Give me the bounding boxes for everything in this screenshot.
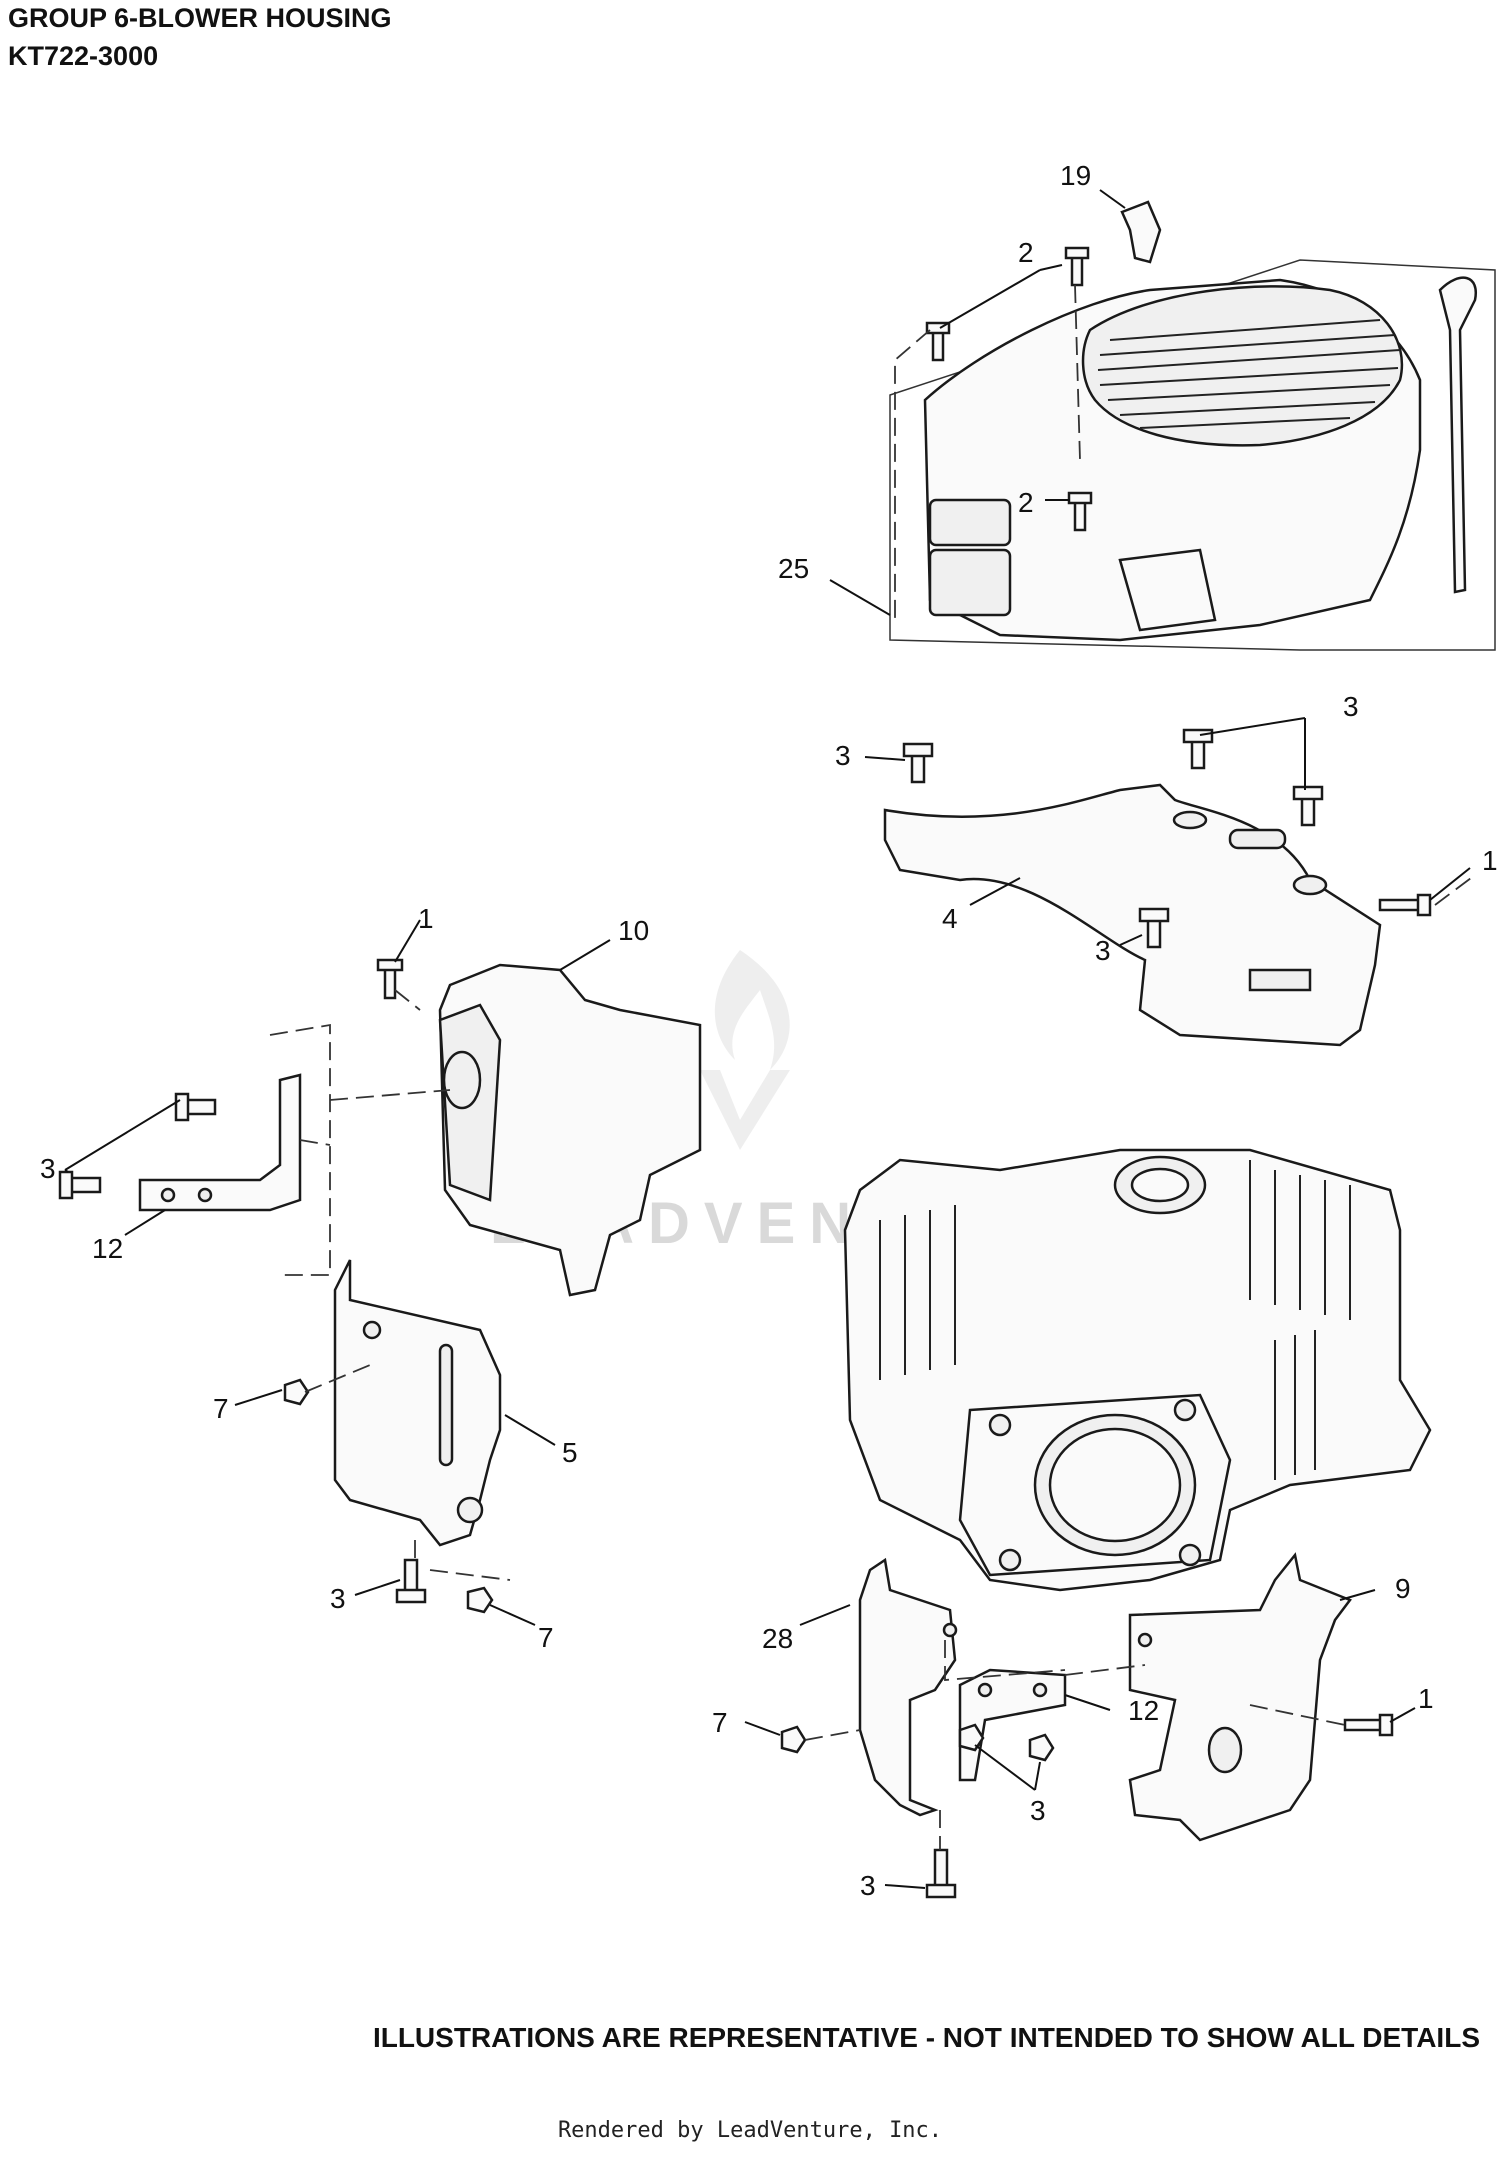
callout-25: 25 (778, 553, 809, 584)
callout-19: 19 (1060, 160, 1091, 191)
callout-9: 9 (1395, 1573, 1411, 1604)
callout-2-mid: 2 (1018, 487, 1034, 518)
callout-2-top: 2 (1018, 237, 1034, 268)
cylinder-baffle-part-4 (883, 783, 1382, 1047)
callout-7-right: 7 (712, 1707, 728, 1738)
bracket-part-12-left (138, 1073, 302, 1212)
nut-part-3-b (1028, 1733, 1055, 1762)
bolt-part-3-lower (395, 1558, 427, 1604)
nut-part-7-a (283, 1378, 310, 1406)
nut-part-3-a (958, 1723, 985, 1752)
blower-housing-part-25 (889, 259, 1496, 651)
screw-part-1-right (1378, 893, 1432, 917)
diagram-title: GROUP 6-BLOWER HOUSING (8, 3, 392, 33)
baffle-part-10 (438, 963, 702, 1297)
footer-credit: Rendered by LeadVenture, Inc. (557, 2118, 943, 2143)
callout-1-right: 1 (1482, 845, 1498, 876)
bolt-part-3-a (902, 742, 934, 784)
callout-3-bracket: 3 (1030, 1795, 1046, 1826)
dipstick (1438, 276, 1478, 594)
baffle-part-28 (858, 1557, 958, 1817)
bolt-part-3-b (1182, 728, 1214, 770)
nut-part-7-c (780, 1725, 807, 1754)
callout-1-left: 1 (418, 903, 434, 934)
screw-part-2-left (925, 321, 951, 362)
clip-part-19 (1120, 200, 1162, 264)
disclaimer-text: ILLUSTRATIONS ARE REPRESENTATIVE - NOT I… (372, 2022, 1480, 2053)
callout-7-left: 7 (213, 1393, 229, 1424)
engine-block (843, 1148, 1432, 1592)
bolt-part-3-bottom (925, 1848, 957, 1899)
callout-3-top: 3 (1343, 691, 1359, 722)
callout-5: 5 (562, 1437, 578, 1468)
callout-4: 4 (942, 903, 958, 934)
alignment-lines (269, 284, 1476, 1850)
watermark-logo (700, 950, 790, 1150)
callout-3-far-left: 3 (40, 1153, 56, 1184)
callout-1-lower: 1 (1418, 1683, 1434, 1714)
callout-labels: 19 2 2 25 3 3 3 4 1 1 10 3 12 7 5 3 7 9 … (40, 160, 1498, 1901)
screw-part-2-mid (1067, 491, 1093, 532)
screw-part-1-lower (1343, 1713, 1394, 1737)
callout-3-baffle: 3 (1095, 935, 1111, 966)
bolt-part-3-d (1138, 907, 1170, 949)
screw-part-2-top (1064, 246, 1090, 287)
nut-part-7-b (466, 1586, 494, 1614)
bolt-part-3-c (1292, 785, 1324, 827)
callout-3-lower-left: 3 (330, 1583, 346, 1614)
callout-3-bottom: 3 (860, 1870, 876, 1901)
bolt-part-3-left-a (174, 1092, 217, 1122)
shield-part-5 (333, 1259, 502, 1547)
callout-7-lower: 7 (538, 1622, 554, 1653)
callout-10: 10 (618, 915, 649, 946)
callout-3-left: 3 (835, 740, 851, 771)
callout-12-right: 12 (1128, 1695, 1159, 1726)
callout-28: 28 (762, 1623, 793, 1654)
bolt-part-3-left-b (58, 1170, 102, 1200)
screw-part-1-left (376, 958, 404, 1000)
callout-12-left: 12 (92, 1233, 123, 1264)
model-number: KT722-3000 (8, 41, 159, 71)
leader-lines (64, 189, 1471, 1889)
bracket-part-12-right (958, 1668, 1067, 1782)
shield-part-9 (1128, 1552, 1352, 1842)
